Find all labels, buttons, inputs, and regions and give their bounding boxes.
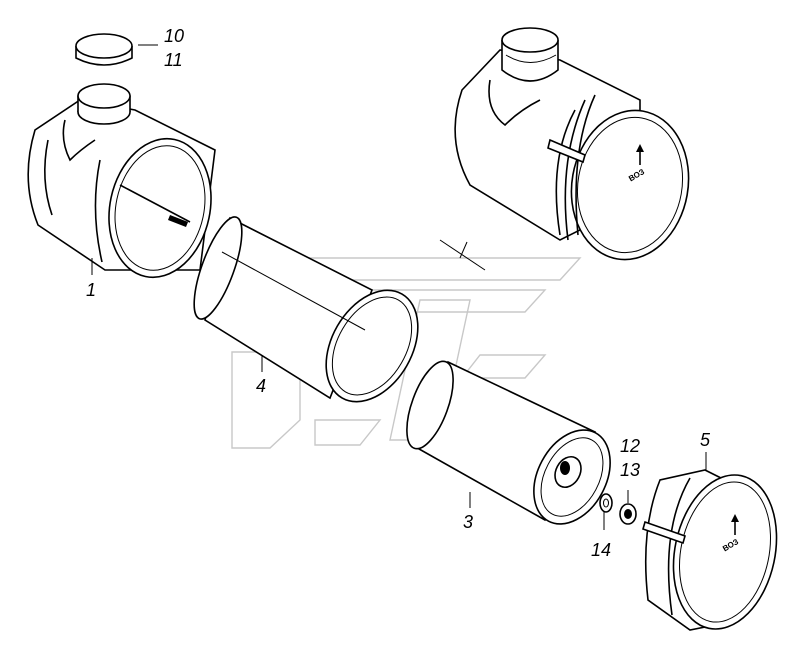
part-14-washer (599, 493, 613, 513)
callout-5: 5 (700, 430, 711, 450)
assembled-air-filter: ВОЗ (454, 27, 690, 261)
callout-11: 11 (164, 50, 183, 70)
part-1-housing (27, 83, 216, 279)
callout-3: 3 (463, 512, 473, 532)
callout-10: 10 (164, 26, 184, 46)
part-4-safety-element (193, 216, 419, 403)
callout-12: 12 (620, 436, 640, 456)
callout-13: 13 (620, 460, 640, 480)
leader-lines (91, 44, 707, 530)
part-13-nut (619, 503, 637, 525)
callout-1: 1 (86, 280, 96, 300)
callout-labels: 10 11 1 4 3 12 13 14 5 (86, 26, 711, 560)
callout-4: 4 (256, 376, 266, 396)
part-3-main-element (406, 360, 611, 525)
part-10-cap (75, 33, 133, 66)
callout-14: 14 (591, 540, 611, 560)
part-5-end-cover: ВОЗ (642, 469, 778, 631)
